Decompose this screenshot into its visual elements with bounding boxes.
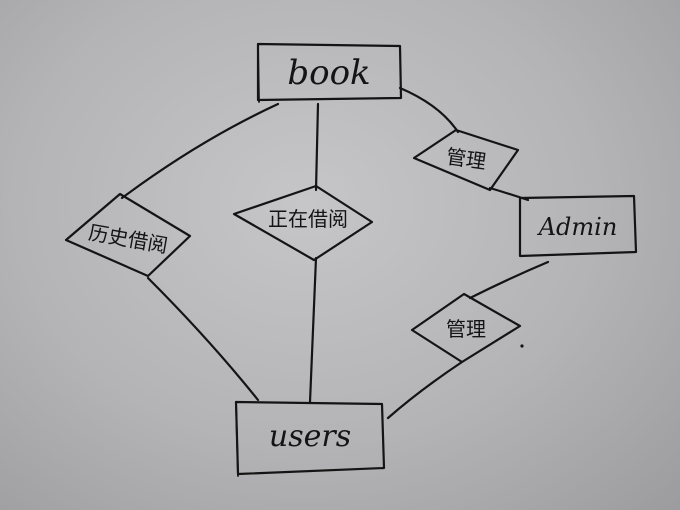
line-book-current	[314, 102, 320, 192]
relationship-current-borrow-label: 正在借阅	[268, 207, 348, 231]
line-admin-manage2	[468, 260, 550, 300]
line-book-manage	[398, 86, 460, 134]
entity-admin-box	[518, 194, 638, 258]
relationship-manage-users: 管理	[410, 292, 524, 364]
connector-lines	[120, 86, 550, 420]
entity-admin-label: Admin	[537, 213, 618, 241]
relationship-manage-book: 管理	[412, 128, 520, 192]
entity-users: users	[234, 400, 386, 477]
line-current-users	[308, 256, 318, 404]
relationship-history-borrow: 历史借阅	[64, 192, 192, 278]
line-manage2-users	[386, 360, 464, 420]
entity-book: book	[256, 42, 403, 103]
entity-book-label: book	[287, 53, 370, 93]
relationship-manage-users-label: 管理	[446, 317, 486, 341]
relationship-manage-book-diamond	[412, 128, 520, 192]
entity-admin: Admin	[518, 194, 638, 258]
entity-users-label: users	[269, 419, 351, 454]
relationship-current-borrow-diamond	[232, 184, 374, 262]
relationship-history-borrow-diamond	[64, 192, 192, 278]
relationship-manage-users-diamond	[410, 292, 522, 364]
line-book-history	[120, 102, 280, 200]
relationship-manage-book-label: 管理	[445, 144, 488, 173]
ink-dot	[520, 344, 524, 348]
line-history-users	[146, 276, 260, 402]
relationship-history-borrow-label: 历史借阅	[87, 220, 170, 258]
relationship-current-borrow: 正在借阅	[232, 184, 374, 262]
